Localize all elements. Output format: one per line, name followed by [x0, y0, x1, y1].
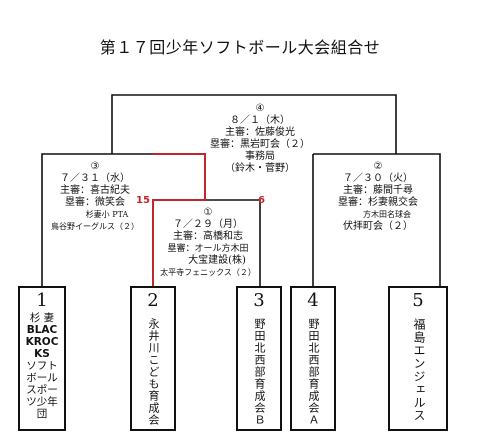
base-umpire: 塁審：オール方木田: [167, 244, 249, 254]
team-name-line: KROC: [25, 336, 59, 348]
match-date: ７／２９（月）: [173, 219, 243, 230]
chief-umpire: 主審：喜古紀夫: [60, 185, 130, 196]
match-number: ②: [373, 161, 383, 172]
match-date: ７／３１（水）: [60, 173, 130, 184]
team-name: 野田北西部育成会Ａ: [307, 318, 320, 426]
base-umpire-3: 伏拝町会（２）: [343, 221, 413, 232]
score-right: 6: [258, 195, 265, 206]
bracket-semi-left: [41, 153, 153, 286]
base-umpire-2: 方木田名球会: [363, 210, 411, 219]
team-name: 福島エンジェルス: [412, 318, 426, 422]
bracket-semi-right: [313, 153, 441, 286]
team-name-line: BLAC: [26, 324, 58, 336]
team-number: 3: [253, 290, 265, 311]
team-number: 2: [147, 290, 159, 311]
chief-umpire: 主審：高橋和志: [173, 231, 243, 242]
team-name-line: ボール: [26, 372, 58, 384]
base-umpire: 塁審：黒岩町会（２）: [210, 139, 310, 150]
team-number: 5: [412, 290, 424, 311]
match-1-info: ① ７／２９（月） 主審：高橋和志 塁審：オール方木田 大宝建設(株) 太平寺フ…: [156, 207, 260, 279]
team-name-line: ツ少年: [26, 396, 58, 408]
office-names: （鈴木・菅野）: [225, 163, 295, 174]
match-number: ①: [203, 207, 213, 218]
match-4-info: ④ ８／１（木） 主審：佐藤俊光 塁審：黒岩町会（２） 事務局 （鈴木・菅野）: [190, 103, 330, 175]
team-name-line: 団: [36, 408, 48, 420]
base-umpire: 塁審：杉妻親交会: [338, 197, 418, 208]
team-box-5: 5 福島エンジェルス: [388, 286, 448, 431]
team-name-line: KS: [34, 348, 50, 360]
match-3-info: ③ ７／３１（水） 主審：喜古紀夫 塁審：微笑会 杉妻小 PTA 鳥谷野イーグル…: [40, 161, 150, 233]
base-umpire-3: 鳥谷野イーグルス（２）: [51, 222, 139, 231]
score-left: 15: [136, 195, 150, 206]
team-box-4: 4 野田北西部育成会Ａ: [290, 286, 336, 431]
chief-umpire: 主審：藤間千尋: [343, 185, 413, 196]
team-box-1: 1 杉 妻 BLAC KROC KS ソフト ボール スポー ツ少年 団: [18, 286, 66, 431]
team-name-line: 杉 妻: [29, 312, 55, 324]
base-umpire-3: 太平寺フェニックス（２）: [160, 268, 256, 277]
bracket-m1-right: [205, 199, 261, 286]
team-box-3: 3 野田北西部育成会Ｂ: [236, 286, 282, 431]
chief-umpire: 主審：佐藤俊光: [225, 127, 295, 138]
office-label: 事務局: [245, 151, 275, 162]
match-2-info: ② ７／３０（火） 主審：藤間千尋 塁審：杉妻親交会 方木田名球会 伏拝町会（２…: [318, 161, 438, 233]
bracket-final: [111, 94, 397, 154]
team-number: 4: [307, 290, 319, 311]
team-box-2: 2 永井川こども育成会: [130, 286, 176, 431]
match-date: ８／１（木）: [230, 115, 290, 126]
base-umpire: 塁審：微笑会: [65, 197, 125, 208]
match-date: ７／３０（火）: [343, 173, 413, 184]
match-number: ④: [255, 103, 265, 114]
team-number: 1: [36, 290, 48, 311]
team-name: 杉 妻 BLAC KROC KS ソフト ボール スポー ツ少年 団: [20, 312, 64, 420]
team-name-line: スポー: [26, 384, 58, 396]
match-number: ③: [90, 161, 100, 172]
winner-path: [152, 153, 206, 286]
base-umpire-2: 大宝建設(株): [188, 255, 246, 266]
team-name-line: ソフト: [26, 360, 58, 372]
team-name: 永井川こども育成会: [147, 318, 160, 426]
base-umpire-2: 杉妻小 PTA: [85, 210, 129, 219]
page-title: 第１７回少年ソフトボール大会組合せ: [99, 38, 381, 57]
team-name: 野田北西部育成会Ｂ: [253, 318, 266, 426]
